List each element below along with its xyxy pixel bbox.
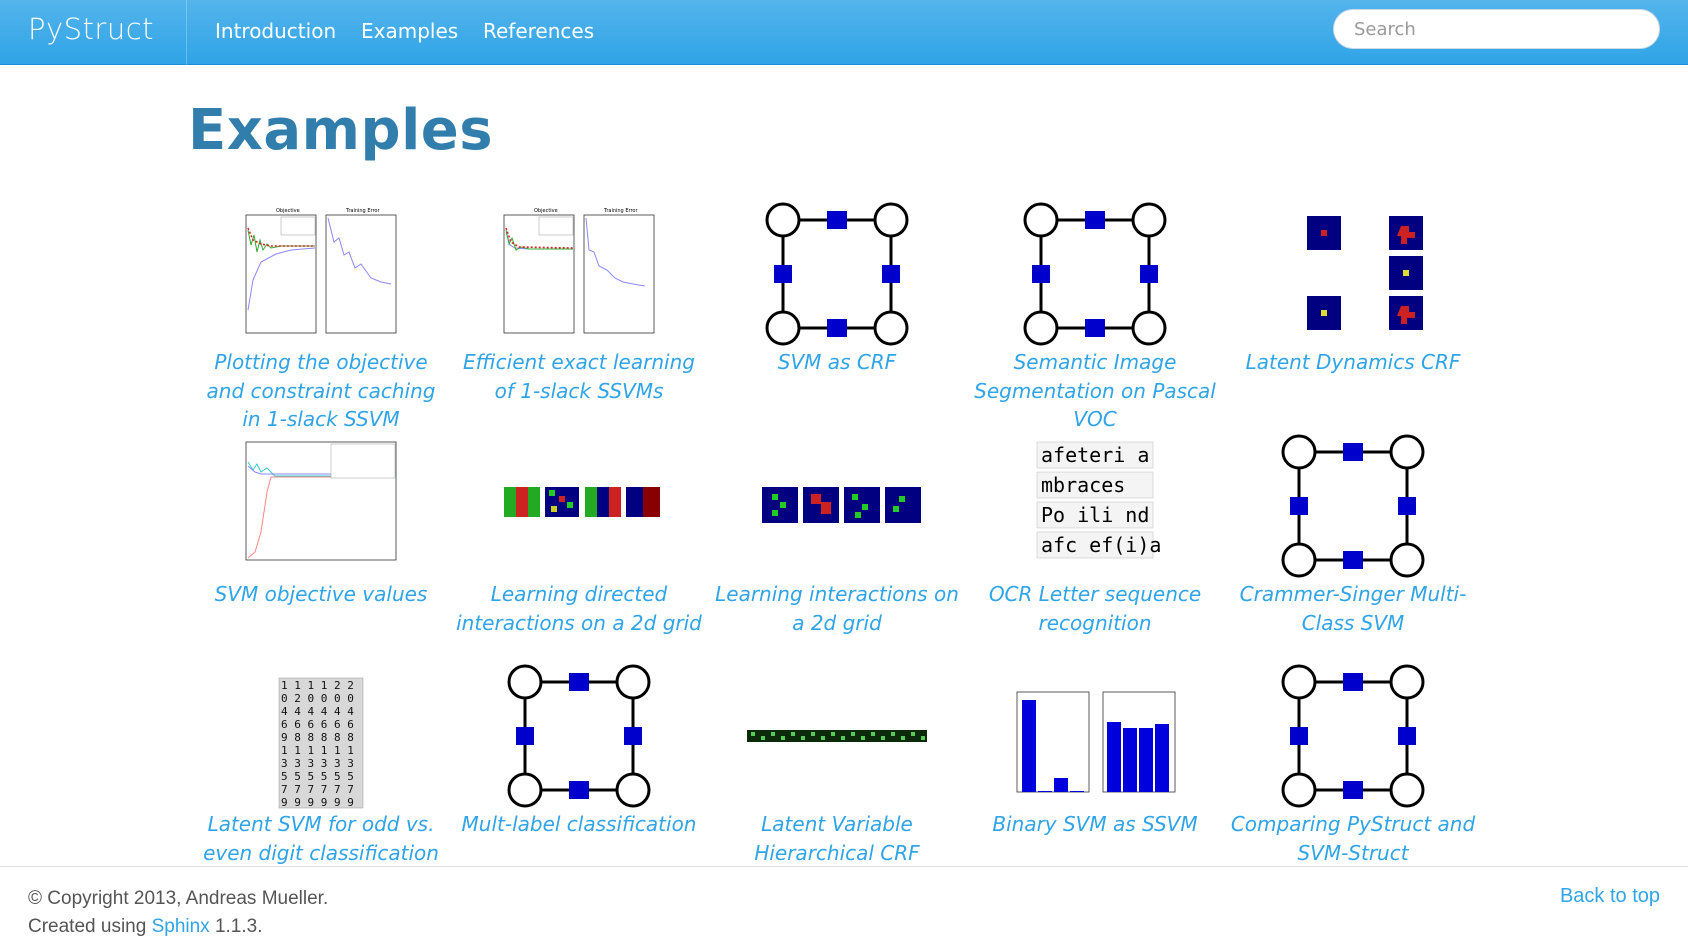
hierarchical-strip-thumbnail [747, 730, 927, 742]
example-caption[interactable]: Binary SVM as SSVM [992, 812, 1198, 836]
example-item[interactable]: SVM as CRF [712, 200, 962, 377]
example-item[interactable]: Learning interactions on a 2d grid [712, 432, 962, 637]
factor-graph-thumbnail [1281, 664, 1425, 808]
svg-text:1 1 1 1 1 1: 1 1 1 1 1 1 [281, 744, 354, 757]
factor-graph-thumbnail [765, 202, 909, 346]
ocr-word: mbraces [1041, 473, 1125, 497]
example-caption[interactable]: Learning interactions on a 2d grid [715, 582, 959, 635]
factor-graph-thumbnail [1281, 434, 1425, 578]
nav-introduction[interactable]: Introduction [215, 19, 337, 43]
svg-text:6 6 6 6 6 6: 6 6 6 6 6 6 [281, 718, 354, 731]
ocr-word: Po ili nd [1041, 503, 1149, 527]
footer: © Copyright 2013, Andreas Mueller. Creat… [0, 866, 1688, 950]
example-caption[interactable]: Comparing PyStruct and SVM-Struct [1230, 812, 1476, 865]
page-title: Examples [188, 98, 494, 163]
example-caption[interactable]: Plotting the objective and constraint ca… [206, 350, 436, 431]
factor-graph-thumbnail [1023, 202, 1167, 346]
nav-references[interactable]: References [483, 19, 595, 43]
svg-text:5 5 5 5 5 5: 5 5 5 5 5 5 [281, 770, 354, 783]
svg-text:9 8 8 8 8 8: 9 8 8 8 8 8 [281, 731, 354, 744]
example-item[interactable]: Comparing PyStruct and SVM-Struct [1228, 662, 1478, 867]
example-item[interactable]: Semantic Image Segmentation on Pascal VO… [970, 200, 1220, 434]
example-item[interactable]: Mult-label classification [454, 662, 704, 839]
example-item[interactable]: Learning directed interactions on a 2d g… [454, 432, 704, 637]
example-item[interactable]: Crammer-Singer Multi-Class SVM [1228, 432, 1478, 637]
example-item[interactable]: afeteri a mbraces Po ili nd afc ef(i)a O… [970, 432, 1220, 637]
example-item[interactable]: SVM objective values [196, 432, 446, 609]
example-caption[interactable]: Efficient exact learning of 1-slack SSVM… [463, 350, 695, 403]
objective-plot-thumbnail: Objective Training Error [245, 208, 397, 334]
search-input[interactable] [1333, 9, 1660, 49]
factor-graph-thumbnail [507, 664, 651, 808]
ocr-letters-thumbnail: afeteri a mbraces Po ili nd afc ef(i)a [1036, 441, 1161, 559]
example-caption[interactable]: Crammer-Singer Multi-Class SVM [1239, 582, 1467, 635]
svg-text:1 1 1 1 2 2: 1 1 1 1 2 2 [281, 679, 354, 692]
svg-text:Objective: Objective [534, 208, 558, 214]
objective-values-plot-thumbnail [245, 441, 397, 561]
copyright-text: © Copyright 2013, Andreas Mueller. [28, 888, 329, 909]
grid-stripes-thumbnail [504, 487, 660, 517]
example-caption[interactable]: Learning directed interactions on a 2d g… [456, 582, 702, 635]
example-caption[interactable]: SVM objective values [214, 582, 428, 606]
back-to-top-link[interactable]: Back to top [1559, 885, 1660, 907]
example-item[interactable]: Objective Training Error Efficient exact… [454, 200, 704, 405]
example-caption[interactable]: Semantic Image Segmentation on Pascal VO… [974, 350, 1216, 431]
svg-text:Training Error: Training Error [603, 208, 638, 214]
example-caption[interactable]: Mult-label classification [461, 812, 697, 836]
example-item[interactable]: Latent Dynamics CRF [1228, 200, 1478, 377]
example-item[interactable]: Latent Variable Hierarchical CRF [712, 662, 962, 867]
grid-blobs-thumbnail [762, 487, 921, 523]
bar-charts-thumbnail [1016, 691, 1176, 793]
example-item[interactable]: 1 1 1 1 2 2 0 2 0 0 0 0 4 4 4 4 4 4 6 6 … [196, 662, 446, 867]
svg-text:4 4 4 4 4 4: 4 4 4 4 4 4 [281, 705, 354, 718]
objective-plot-thumbnail: Objective Training Error [503, 208, 655, 334]
digits-thumbnail: 1 1 1 1 2 2 0 2 0 0 0 0 4 4 4 4 4 4 6 6 … [278, 677, 364, 809]
created-suffix: 1.1.3. [209, 916, 263, 937]
svg-text:3 3 3 3 3 3: 3 3 3 3 3 3 [281, 757, 354, 770]
ocr-word: afeteri a [1041, 443, 1149, 467]
example-item[interactable]: Objective Training Error Plotting the ob… [196, 200, 446, 434]
example-caption[interactable]: Latent Dynamics CRF [1245, 350, 1461, 374]
example-caption[interactable]: Latent SVM for odd vs. even digit classi… [203, 812, 439, 865]
navbar: PyStruct Introduction Examples Reference… [0, 0, 1688, 65]
example-item[interactable]: Binary SVM as SSVM [970, 662, 1220, 839]
nav-examples[interactable]: Examples [361, 19, 459, 43]
sphinx-link[interactable]: Sphinx [151, 916, 210, 937]
example-caption[interactable]: Latent Variable Hierarchical CRF [754, 812, 920, 865]
example-caption[interactable]: SVM as CRF [777, 350, 897, 374]
footer-copyright: © Copyright 2013, Andreas Mueller. Creat… [28, 885, 328, 941]
svg-text:9 9 9 9 9 9: 9 9 9 9 9 9 [281, 796, 354, 809]
created-prefix: Created using [28, 916, 152, 937]
brand-link[interactable]: PyStruct [28, 12, 155, 46]
latent-dynamics-thumbnail [1307, 216, 1423, 330]
brand-divider [186, 0, 187, 65]
example-caption[interactable]: OCR Letter sequence recognition [988, 582, 1202, 635]
svg-text:7 7 7 7 7 7: 7 7 7 7 7 7 [281, 783, 354, 796]
svg-text:Training Error: Training Error [345, 208, 380, 214]
ocr-word: afc ef(i)a [1041, 533, 1161, 557]
svg-text:Objective: Objective [276, 208, 300, 214]
svg-text:0 2 0 0 0 0: 0 2 0 0 0 0 [281, 692, 354, 705]
